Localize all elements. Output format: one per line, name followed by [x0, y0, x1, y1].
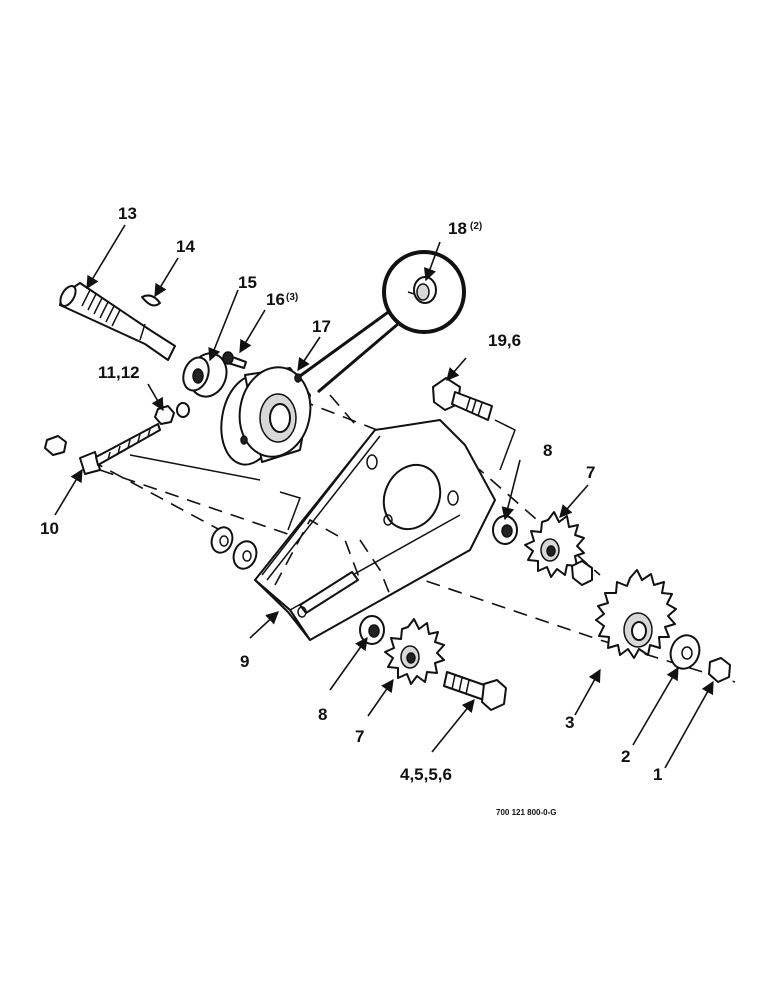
woodruff-key: [141, 294, 161, 307]
hex-nut-lower: [708, 657, 731, 683]
spacer-washers: [210, 526, 258, 570]
idler-sprocket-lower: [384, 618, 445, 685]
spacer-upper: [492, 515, 518, 545]
callout-19-6: 19,6: [488, 331, 521, 350]
callout-8-upper: 8: [543, 441, 552, 460]
hex-bolt-upper: [432, 377, 493, 421]
callout-4-5-5-6: 4,5,5,6: [400, 765, 452, 784]
shaft: [59, 282, 176, 361]
callout-15: 15: [238, 273, 257, 292]
locking-collar: [182, 352, 228, 398]
detail-bearing-callout: [299, 250, 466, 394]
callout-3: 3: [565, 713, 574, 732]
flat-washer: [669, 634, 701, 670]
callout-10: 10: [40, 519, 59, 538]
idler-sprocket-upper: [524, 511, 585, 578]
callout-2: 2: [621, 747, 630, 766]
callout-9: 9: [240, 652, 249, 671]
callout-7-lower: 7: [355, 727, 364, 746]
leader-lines: [54, 224, 714, 769]
callout-labels: 13 14 15 16 (3) 17 18 (2) 11,12 19,6 8 7…: [40, 204, 662, 817]
callout-7-upper: 7: [586, 463, 595, 482]
callout-16: 16: [266, 290, 285, 309]
carriage-bolt: [44, 423, 161, 475]
hex-bolt-lower: [443, 671, 507, 711]
set-screw: [222, 351, 247, 369]
callout-17: 17: [312, 317, 331, 336]
callout-13: 13: [118, 204, 137, 223]
callout-8-lower: 8: [318, 705, 327, 724]
spacer-lower: [359, 615, 385, 645]
callout-16-qty: (3): [286, 292, 298, 303]
callout-1: 1: [653, 765, 662, 784]
hex-nut-upper: [571, 560, 593, 586]
callout-11-12: 11,12: [98, 363, 140, 382]
drawing-code: 700 121 800-0-G: [496, 808, 557, 817]
callout-14: 14: [176, 237, 195, 256]
bearing-flange: [220, 366, 312, 466]
drive-sprocket: [595, 569, 677, 659]
callout-18: 18: [448, 219, 467, 238]
mounting-bracket: [254, 419, 496, 641]
callout-18-qty: (2): [470, 221, 482, 232]
